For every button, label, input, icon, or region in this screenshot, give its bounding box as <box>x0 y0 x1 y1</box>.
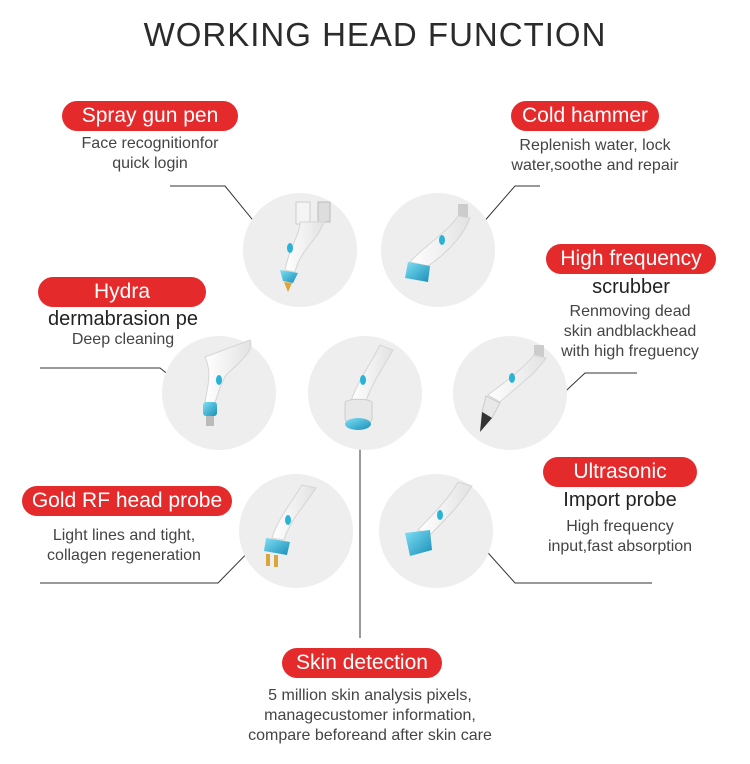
label-cold-hammer: Cold hammer <box>511 101 659 131</box>
desc-cold-hammer-line2: water,soothe and repair <box>511 157 679 174</box>
label-spray-gun-pen: Spray gun pen <box>62 101 238 131</box>
ultrasonic-probe-device <box>405 481 473 556</box>
desc-skin-detection-line1: 5 million skin analysis pixels, <box>268 687 472 704</box>
label-gold-rf-head-probe: Gold RF head probe <box>22 486 232 516</box>
desc-high-frequency-line1: Renmoving dead <box>569 303 691 320</box>
desc-ultrasonic-line2: input,fast absorption <box>547 538 693 555</box>
desc-hydra-line1: Deep cleaning <box>71 331 175 348</box>
desc-spray-gun-pen-line2: quick login <box>112 155 188 172</box>
label-hydra: Hydra <box>38 277 206 307</box>
subtitle-ultrasonic: Import probe <box>563 489 677 511</box>
hydra-dermabrasion-device <box>203 339 252 426</box>
desc-high-frequency-line3: with high freguency <box>561 343 699 360</box>
desc-cold-hammer-line1: Replenish water, lock <box>519 137 671 154</box>
page-title: WORKING HEAD FUNCTION <box>143 16 607 53</box>
label-high-frequency: High frequency <box>546 244 716 274</box>
spray-gun-pen-device <box>280 201 331 292</box>
subtitle-high-frequency: scrubber <box>592 276 670 298</box>
desc-gold-rf-line2: collagen regeneration <box>47 547 201 564</box>
label-skin-detection: Skin detection <box>282 648 442 678</box>
high-frequency-scrubber-device <box>480 345 547 432</box>
desc-ultrasonic-line1: High frequency <box>566 518 674 535</box>
desc-gold-rf-line1: Light lines and tight, <box>52 527 196 544</box>
gold-rf-probe-device <box>264 484 317 567</box>
desc-high-frequency-line2: skin andblackhead <box>563 323 697 340</box>
center-probe-device <box>344 344 394 430</box>
label-ultrasonic: Ultrasonic <box>543 457 697 487</box>
desc-skin-detection-line3: compare beforeand after skin care <box>248 727 492 744</box>
desc-spray-gun-pen-line1: Face recognitionfor <box>81 135 219 152</box>
subtitle-hydra: dermabrasion pe <box>47 308 199 330</box>
cold-hammer-device <box>405 204 471 282</box>
desc-skin-detection-line2: managecustomer information, <box>264 707 476 724</box>
